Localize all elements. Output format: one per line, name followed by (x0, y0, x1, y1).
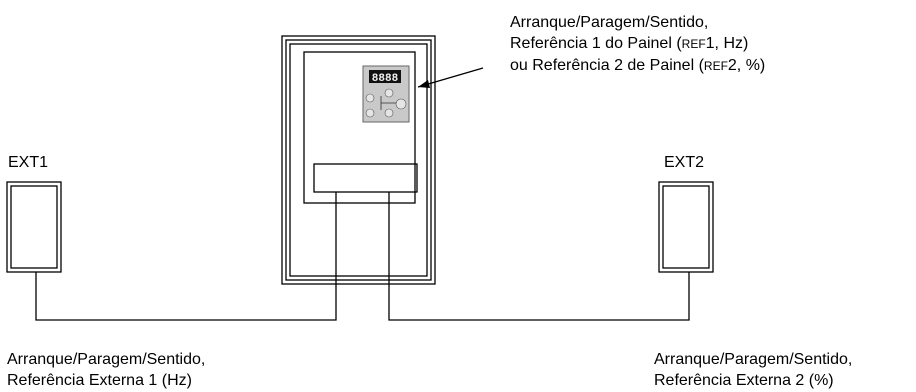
keypad-button (384, 108, 394, 118)
ext2-label: EXT2 (664, 154, 705, 171)
keypad-button (395, 98, 407, 110)
panel-callout-line3: ou Referência 2 de Painel (REF2, %) (510, 57, 766, 74)
ext1-caption: Arranque/Paragem/Sentido, Referência Ext… (7, 349, 205, 391)
panel-callout-line1: Arranque/Paragem/Sentido, (510, 14, 709, 31)
keypad-button (365, 108, 375, 118)
ext1-wire (35, 192, 337, 321)
keypad-button (384, 88, 394, 98)
ext1-device (6, 181, 62, 273)
ext2-caption: Arranque/Paragem/Sentido, Referência Ext… (654, 349, 852, 391)
io-terminal-block (313, 163, 418, 193)
keypad-display-value: 8888 (372, 73, 399, 85)
panel-callout-line2: Referência 1 do Painel (REF1, Hz) (510, 35, 749, 52)
ext2-caption-line1: Arranque/Paragem/Sentido, (654, 351, 853, 368)
control-panel-keypad: 8888 (362, 65, 410, 123)
ext1-label: EXT1 (8, 154, 49, 171)
ext2-wire (388, 192, 690, 321)
ext2-caption-line2: Referência Externa 2 (%) (654, 372, 834, 389)
keypad-display (369, 70, 401, 83)
ext1-caption-line1: Arranque/Paragem/Sentido, (7, 351, 206, 368)
keypad-button (365, 93, 375, 103)
panel-callout-text: Arranque/Paragem/Sentido, Referência 1 d… (510, 12, 765, 77)
ext2-device (658, 181, 714, 273)
drive-unit (281, 35, 436, 285)
ext1-caption-line2: Referência Externa 1 (Hz) (7, 372, 192, 389)
